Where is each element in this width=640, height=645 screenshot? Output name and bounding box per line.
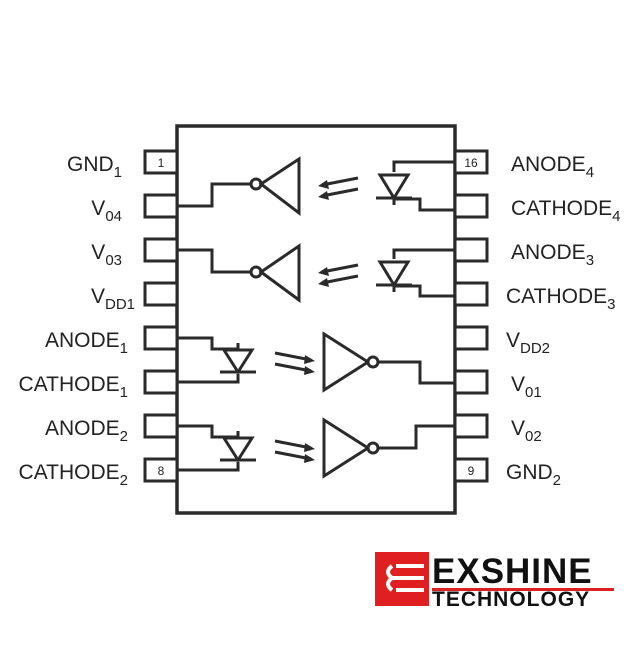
light-ray-2-heads xyxy=(304,443,315,463)
pin-2 xyxy=(143,193,179,219)
inverter-4 xyxy=(258,156,301,217)
led-1 xyxy=(221,348,255,375)
wire-cathode-4 xyxy=(392,197,455,212)
pin-4 xyxy=(143,281,179,307)
pin-15 xyxy=(453,193,489,219)
pin-6 xyxy=(143,369,179,395)
wire-anode-4 xyxy=(392,160,455,172)
light-ray-3-heads xyxy=(318,267,329,287)
right-pin-label-10: V02 xyxy=(511,417,542,445)
right-pin-label-16: ANODE4 xyxy=(511,153,594,181)
channel-1 xyxy=(177,331,455,393)
left-pin-label-3: V03 xyxy=(91,241,122,269)
inverter-bubble-1 xyxy=(366,355,380,369)
pin-number-9: 9 xyxy=(468,464,475,478)
exshine-logo: EXSHINE TECHNOLOGY xyxy=(375,552,614,611)
left-pin-row xyxy=(143,149,179,483)
light-ray-4b xyxy=(321,187,359,198)
pin-14 xyxy=(453,237,489,263)
light-ray-4-heads xyxy=(318,180,329,200)
light-ray-4a xyxy=(321,176,359,187)
wire-v04 xyxy=(177,182,251,208)
led-3 xyxy=(377,260,411,288)
logo-badge-mark xyxy=(386,564,424,592)
logo-brand: EXSHINE xyxy=(432,552,593,591)
channel-3 xyxy=(177,243,455,303)
light-ray-3b xyxy=(321,274,359,285)
right-pin-row xyxy=(453,149,489,483)
pin-1 xyxy=(143,149,179,175)
pin-number-16: 16 xyxy=(464,156,478,170)
inverter-2 xyxy=(322,417,371,479)
pin-3 xyxy=(143,237,179,263)
led-4 xyxy=(377,173,411,201)
left-pin-label-1: GND1 xyxy=(67,153,122,181)
pin-11 xyxy=(453,369,489,395)
pin-number-1: 1 xyxy=(158,156,165,170)
left-pin-label-2: V04 xyxy=(91,197,122,225)
pin-9 xyxy=(453,457,489,483)
channel-4 xyxy=(177,156,455,217)
left-pin-label-4: VDD1 xyxy=(91,285,135,313)
channel-2 xyxy=(177,417,455,479)
right-pin-label-9: GND2 xyxy=(506,461,561,489)
wire-v02 xyxy=(378,424,455,450)
left-pin-label-6: CATHODE1 xyxy=(19,373,128,401)
wire-cathode-1 xyxy=(177,374,240,384)
wire-v01 xyxy=(378,360,455,385)
inverter-bubble-2 xyxy=(366,441,380,455)
pin-13 xyxy=(453,281,489,307)
left-pin-label-8: CATHODE2 xyxy=(19,461,128,489)
right-pin-label-15: CATHODE4 xyxy=(511,197,620,225)
left-pin-label-7: ANODE2 xyxy=(45,417,128,445)
pin-number-8: 8 xyxy=(158,464,165,478)
logo-red-rule xyxy=(432,588,614,591)
wire-anode-2 xyxy=(177,424,240,439)
ic-package-body xyxy=(175,124,457,515)
logo-tagline: TECHNOLOGY xyxy=(432,588,590,611)
right-pin-label-13: CATHODE3 xyxy=(506,285,615,313)
right-pin-label-12: VDD2 xyxy=(506,329,550,357)
right-pin-label-11: V01 xyxy=(511,373,542,401)
wire-v03 xyxy=(177,248,251,274)
wire-anode-1 xyxy=(177,336,240,351)
wire-cathode-3 xyxy=(392,284,455,298)
pin-5 xyxy=(143,325,179,351)
inverter-3 xyxy=(258,243,301,303)
pin-10 xyxy=(453,413,489,439)
pin-7 xyxy=(143,413,179,439)
led-2 xyxy=(221,436,255,463)
light-ray-1-heads xyxy=(304,355,315,375)
right-pin-label-14: ANODE3 xyxy=(511,241,594,269)
light-ray-3a xyxy=(321,263,359,274)
left-pin-label-5: ANODE1 xyxy=(45,329,128,357)
inverter-1 xyxy=(322,331,371,393)
wire-anode-3 xyxy=(392,248,455,259)
wire-cathode-2 xyxy=(177,462,240,472)
pin-12 xyxy=(453,325,489,351)
